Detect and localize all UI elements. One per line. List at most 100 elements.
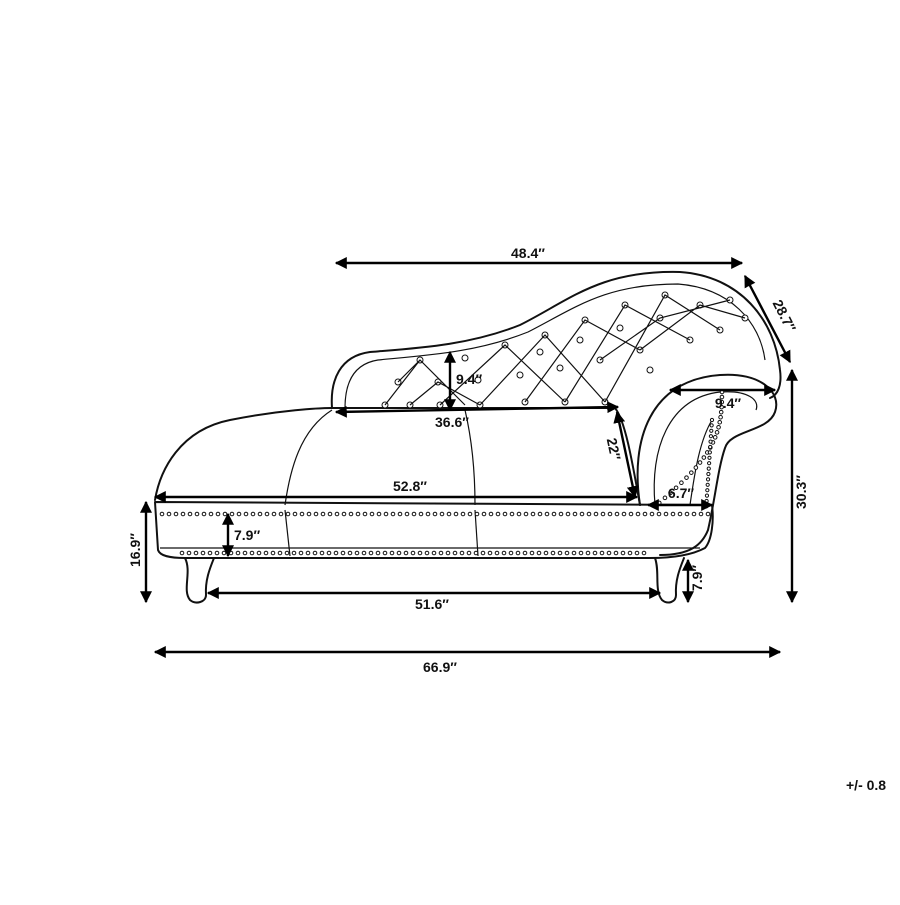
nailhead-stud — [291, 550, 297, 556]
nailhead-stud — [285, 511, 291, 517]
nailhead-stud — [523, 511, 529, 517]
nailhead-stud — [369, 511, 375, 517]
nailhead-stud — [396, 550, 402, 556]
nailhead-stud — [704, 498, 709, 504]
nailhead-stud — [656, 511, 662, 517]
nailhead-stud — [704, 493, 710, 498]
nailhead-stud — [236, 511, 242, 517]
nailhead-stud — [180, 511, 186, 517]
nailhead-stud — [705, 477, 711, 482]
nailhead-stud — [516, 511, 522, 517]
nailhead-stud — [599, 550, 605, 556]
nailhead-stud — [193, 550, 199, 556]
nailhead-stud — [670, 511, 676, 517]
label-seat-length: 52.8″ — [393, 478, 427, 494]
nailhead-stud — [383, 511, 389, 517]
nailhead-stud — [712, 435, 718, 440]
nailhead-stud — [494, 550, 500, 556]
nailhead-stud — [634, 550, 640, 556]
nailhead-stud — [717, 419, 723, 425]
nailhead-stud — [691, 511, 697, 517]
nailhead-stud — [214, 550, 220, 556]
nailhead-stud — [466, 550, 472, 556]
nailhead-stud — [480, 550, 486, 556]
nailhead-stud — [607, 511, 613, 517]
nailhead-stud — [537, 511, 543, 517]
nailhead-stud — [558, 511, 564, 517]
nailhead-stud — [621, 511, 627, 517]
nailhead-stud — [530, 511, 536, 517]
nailhead-stud — [701, 455, 707, 460]
nailhead-stud — [354, 550, 360, 556]
nailhead-stud — [613, 550, 619, 556]
arrow-back-depth — [743, 274, 792, 364]
nailhead-stud — [662, 495, 668, 501]
nailhead-stud — [411, 511, 417, 517]
nailhead-stud — [235, 550, 241, 556]
nailhead-stud — [299, 511, 305, 517]
nailhead-stud — [277, 550, 283, 556]
nailhead-stud — [439, 511, 445, 517]
nailhead-stud — [509, 511, 515, 517]
nailhead-stud — [186, 550, 192, 556]
nailhead-stud — [544, 511, 550, 517]
nailhead-stud — [200, 550, 206, 556]
nailhead-stud — [543, 550, 549, 556]
nailhead-stud — [425, 511, 431, 517]
nailhead-stud — [201, 511, 207, 517]
nailhead-stud — [249, 550, 255, 556]
dimension-labels: 48.4″ 28.7″ 9.4″ 36.6″ 9.4″ 22″ 52.8″ 6.… — [127, 245, 809, 675]
nailhead-stud — [663, 511, 669, 517]
base-seam-1 — [284, 509, 291, 557]
base-frame — [154, 501, 714, 559]
nailhead-stud — [432, 511, 438, 517]
label-back-width: 36.6″ — [435, 414, 469, 430]
label-arm-depth: 6.7″ — [668, 485, 694, 501]
nailhead-stud — [579, 511, 585, 517]
nailhead-stud — [474, 511, 480, 517]
nailhead-stud — [250, 511, 256, 517]
nailhead-stud — [707, 461, 712, 466]
nailhead-stud — [706, 471, 711, 477]
dimension-arrows — [140, 257, 798, 658]
nailhead-stud — [467, 511, 473, 517]
nailhead-stud — [515, 550, 521, 556]
nailhead-stud — [382, 550, 388, 556]
nailhead-stud — [313, 511, 319, 517]
nailhead-stud — [709, 428, 714, 433]
nailhead-stud — [714, 430, 720, 435]
nailhead-stud — [445, 550, 451, 556]
nailhead-stud — [684, 511, 690, 517]
nailhead-stud — [564, 550, 570, 556]
nailhead-stud — [326, 550, 332, 556]
tuft-button — [461, 354, 469, 362]
nailhead-stud — [173, 511, 179, 517]
nailhead-stud — [389, 550, 395, 556]
nailhead-stud — [578, 550, 584, 556]
nailhead-stud — [572, 511, 578, 517]
tuft-button — [556, 364, 564, 372]
nailhead-stud — [635, 511, 641, 517]
nailhead-stud — [390, 511, 396, 517]
nailhead-stud — [614, 511, 620, 517]
nailhead-stud — [228, 550, 234, 556]
nailhead-stud — [418, 511, 424, 517]
label-seat-height: 16.9″ — [127, 533, 143, 567]
nailhead-stud — [709, 417, 715, 423]
nailhead-stud — [431, 550, 437, 556]
nailhead-stud — [551, 511, 557, 517]
nailhead-stud — [187, 511, 193, 517]
nailhead-stud — [271, 511, 277, 517]
nailhead-stud — [207, 550, 213, 556]
nailhead-stud — [305, 550, 311, 556]
nailhead-stud — [320, 511, 326, 517]
nailhead-stud — [508, 550, 514, 556]
nailhead-stud — [684, 475, 689, 480]
tuft-button — [616, 324, 624, 332]
tuft-button — [536, 348, 544, 356]
nailhead-stud — [705, 482, 710, 487]
nailhead-stud — [557, 550, 563, 556]
label-overall-height: 30.3″ — [793, 475, 809, 509]
nailhead-stud — [708, 444, 713, 450]
